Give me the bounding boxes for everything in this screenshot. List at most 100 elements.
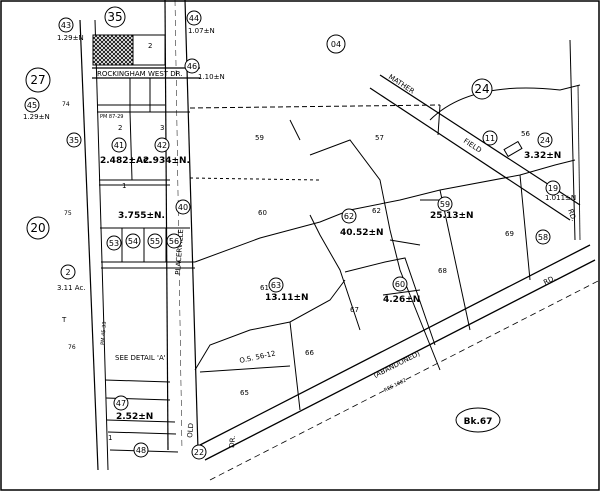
right-road-edge [569,39,576,241]
road-rockingham-label: ROCKINGHAM [97,70,146,78]
parcel-circle-label: 35 [69,136,79,145]
parcel-line [519,174,531,281]
area-2: 3.11 Ac. [57,284,86,292]
parcel-line [289,119,301,141]
parcel-circle-c55: 55 [147,233,163,249]
placerville-road-east [184,0,199,451]
parcel-circle-c53: 53 [106,235,122,251]
road-placerville-label: PLACERVILLE [174,229,185,275]
area-47: 2.52±N [116,412,153,422]
parcel-circle-c35_top: 35 [104,6,126,28]
see-detail-note: SEE DETAIL 'A' [115,354,166,362]
bottom-road-s [204,259,596,461]
parcel-circle-c63: 63 [268,277,284,293]
lot-number: 1 [122,182,126,190]
parcel-circle-label: 11 [485,134,495,143]
bottom-road-edge [209,279,601,481]
parcel-line [289,321,301,411]
lot-number: 1 [108,434,112,442]
parcel-circle-label: 35 [107,10,122,24]
lot-number: 67 [350,306,359,314]
parcel-line [189,104,441,109]
placerville-road-center [174,0,183,451]
parcel-circle-label: 55 [150,237,160,246]
parcel-line [106,419,176,423]
parcel-circle-label: 60 [395,280,405,289]
parcel-line [344,257,436,346]
lot-number: 68 [438,267,447,275]
area-44: 1.07±N [188,27,215,35]
parcel-circle-c60: 60 [392,276,408,292]
parcel-circle-label: 47 [116,399,126,408]
parcel-circle-label: 46 [187,62,197,71]
area-41: 2.482±Ac. [100,156,152,166]
area-40: 3.755±N. [118,211,165,221]
parcel-circle-c56: 56 [166,233,182,249]
lot-number: 65 [240,389,249,397]
parcel-circle-label: 56 [169,237,179,246]
road-mather-label: MATHER [387,73,416,96]
parcel-line [309,139,441,371]
parcel-43-hatched [92,34,134,66]
area-24: 3.32±N [524,151,561,161]
pm-87-29-note: PM 87-29 [100,114,123,120]
area-19: 1.011±N [545,194,576,202]
lot-number: 3 [160,124,164,132]
parcel-circle-label: 48 [136,446,146,455]
parcel-circle-label: 22 [194,448,204,457]
parcel-circle-c48: 48 [133,442,149,458]
parcel-circle-label: 40 [178,203,188,212]
parcel-circle-c2: 2 [60,264,76,280]
parcel-line [437,104,441,136]
parcel-circle-c04: 04 [326,34,346,54]
lot-number: 56 [521,130,530,138]
bottom-road-n [199,244,591,446]
mather-field-road-s [369,87,571,221]
lot-number: 69 [505,230,514,238]
area-46: 1.10±N [198,73,225,81]
parcel-circle-c59: 59 [437,196,453,212]
road-rd-bottom-label: RD. [542,274,557,287]
area-43: 1.29±N [57,34,84,42]
road-dr-label: DR. [228,435,237,448]
parcel-line [199,365,291,373]
lot-number: 60 [258,209,267,217]
area-59: 25.13±N [430,211,474,221]
parcel-circle-c35: 35 [66,132,82,148]
t-mark: T [61,316,67,324]
book-page-label: Bk.67 [464,417,493,427]
road-west-dr-label: WEST DR. [148,70,183,78]
parcel-circle-c58: 58 [535,229,551,245]
parcel-line [129,111,133,181]
parcel-line [309,214,361,331]
mather-field-road-n [379,74,581,206]
side-number: 76 [68,344,76,351]
parcel-line [194,279,346,371]
parcel-circle-label: 41 [114,141,124,150]
parcel-circle-label: 42 [157,141,167,150]
road-abandoned-label: (ABANDONED) [372,349,421,379]
os-56-12-note: O.S. 56-12 [239,350,277,365]
parcel-circle-c20: 20 [26,216,50,240]
road-old-label: OLD [186,423,195,438]
road-curve [429,84,581,121]
parcel-circle-label: 19 [548,184,558,193]
parcel-circle-label: 24 [540,136,550,145]
parcel-line [389,239,421,246]
area-62: 40.52±N [340,228,384,238]
area-42: 2.934±N. [143,156,190,166]
parcel-circle-label: 04 [331,40,341,49]
parcel-line [439,189,471,331]
area-60: 4.26±N [383,295,420,305]
parcel-circle-c40: 40 [175,199,191,215]
parcel-circle-label: 27 [30,73,45,87]
building [503,140,523,158]
lot-number: 2 [148,42,152,50]
parcel-line [189,177,321,181]
parcel-circle-label: 20 [30,221,45,235]
parcel-circle-label: 54 [128,237,138,246]
